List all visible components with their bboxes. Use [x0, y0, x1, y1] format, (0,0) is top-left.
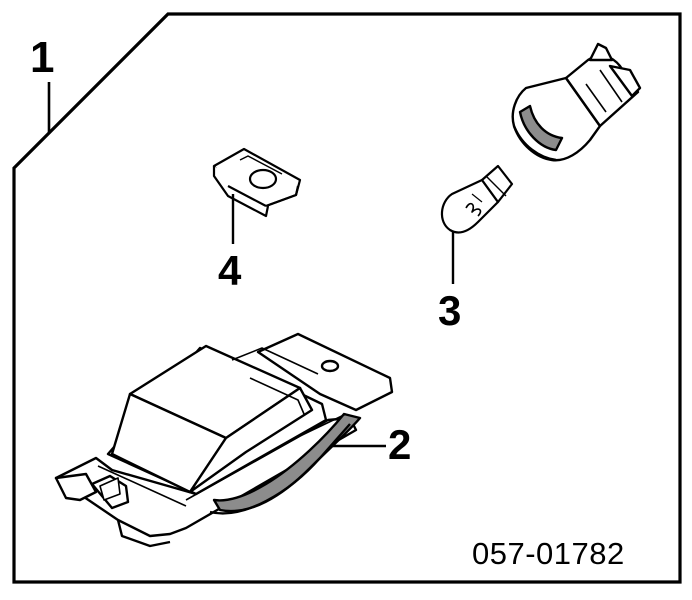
diagram-frame — [12, 12, 682, 584]
diagram-part-code: 057-01782 — [472, 536, 625, 571]
clip-part — [212, 147, 302, 218]
callout-label-4: 4 — [218, 247, 242, 294]
lamp-housing — [54, 332, 394, 548]
callout-label-3: 3 — [438, 287, 462, 334]
bulb-socket — [511, 42, 642, 162]
callout-label-1: 1 — [30, 33, 55, 82]
bulb-part — [440, 164, 514, 234]
callout-label-2: 2 — [388, 421, 412, 468]
